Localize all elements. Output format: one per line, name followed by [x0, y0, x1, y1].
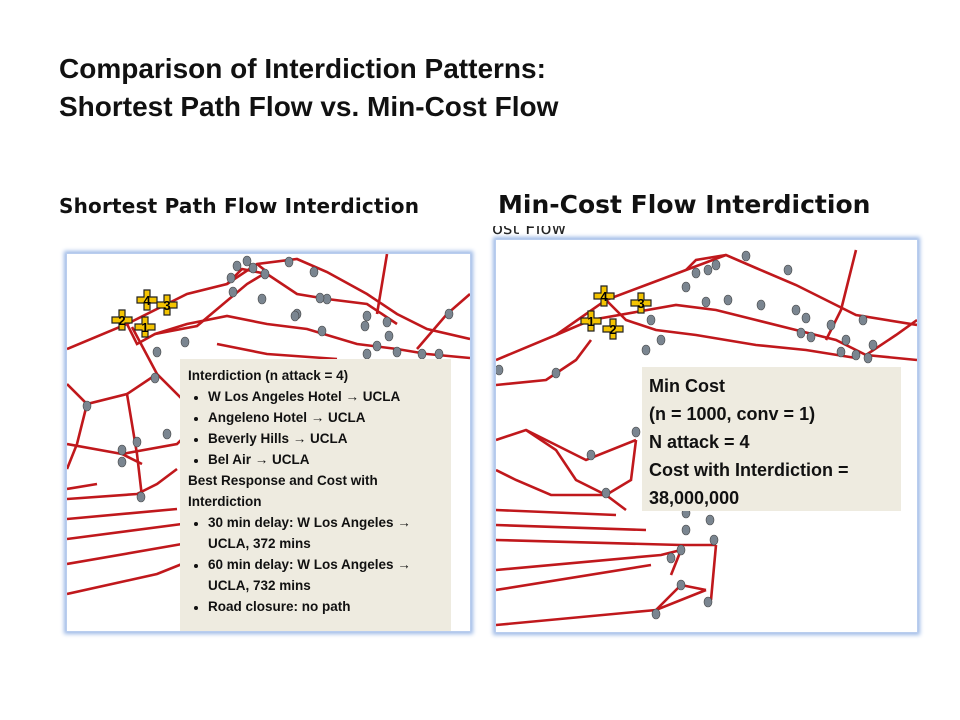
subtitle-min-cost: Min-Cost Flow Interdiction	[498, 190, 871, 219]
attack-marker-1: 1	[141, 320, 148, 335]
best-response-item: 30 min delay: W Los Angeles → UCLA, 372 …	[208, 512, 451, 554]
attack-markers-left: 4 3 2 1	[111, 289, 178, 338]
slide-title: Comparison of Interdiction Patterns: Sho…	[59, 50, 919, 126]
attack-marker-4: 4	[143, 293, 151, 308]
min-cost-line: 38,000,000	[649, 488, 740, 508]
attack-marker-4: 4	[600, 289, 608, 304]
min-cost-map: 4 3 1 2 Min Cost (n = 1000, conv = 1) N …	[495, 239, 918, 633]
road-nodes-left	[82, 255, 454, 503]
interdiction-info-panel: Interdiction (n attack = 4) W Los Angele…	[180, 359, 451, 631]
interdiction-item: Angeleno Hotel → UCLA	[208, 407, 451, 428]
min-cost-line: (n = 1000, conv = 1)	[649, 404, 816, 424]
interdiction-item: Bel Air → UCLA	[208, 449, 451, 470]
min-cost-line: N attack = 4	[649, 432, 750, 452]
interdiction-item: W Los Angeles Hotel → UCLA	[208, 386, 451, 407]
best-response-list: 30 min delay: W Los Angeles → UCLA, 372 …	[188, 512, 451, 617]
attack-marker-2: 2	[118, 313, 125, 328]
title-line-1: Comparison of Interdiction Patterns:	[59, 53, 546, 84]
subtitle-shortest-path: Shortest Path Flow Interdiction	[59, 194, 420, 218]
cropped-caption-text: ost Flow	[492, 226, 567, 239]
title-line-2: Shortest Path Flow vs. Min-Cost Flow	[59, 91, 559, 122]
road-nodes-right	[496, 250, 878, 620]
min-cost-line: Cost with Interdiction =	[649, 460, 849, 480]
cropped-caption: ost Flow	[492, 226, 612, 240]
attack-markers-right: 4 3 1 2	[580, 285, 652, 340]
best-response-item: 60 min delay: W Los Angeles → UCLA, 732 …	[208, 554, 451, 596]
road-network-left: 4 3 2 1	[67, 254, 470, 596]
interdiction-item: Beverly Hills → UCLA	[208, 428, 451, 449]
min-cost-info-panel: Min Cost (n = 1000, conv = 1) N attack =…	[642, 367, 901, 511]
road-network-right: 4 3 1 2	[496, 249, 917, 627]
attack-marker-1: 1	[587, 314, 594, 329]
attack-marker-3: 3	[163, 298, 170, 313]
interdiction-header: Interdiction (n attack = 4)	[188, 368, 349, 383]
best-response-item: Road closure: no path	[208, 596, 451, 617]
min-cost-line: Min Cost	[649, 376, 725, 396]
best-response-header: Best Response and Cost with Interdiction	[188, 473, 378, 509]
attack-marker-2: 2	[609, 322, 616, 337]
attack-marker-3: 3	[637, 296, 644, 311]
shortest-path-map: 4 3 2 1 Interdiction (n attack = 4) W Lo…	[66, 253, 471, 632]
interdiction-list: W Los Angeles Hotel → UCLA Angeleno Hote…	[188, 386, 451, 470]
